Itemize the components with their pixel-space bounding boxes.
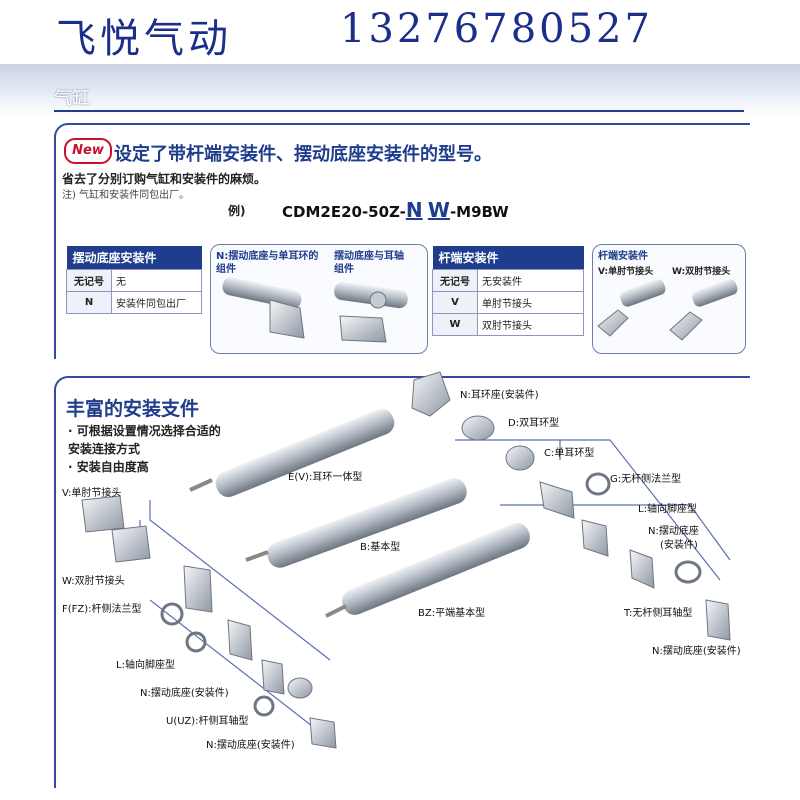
w-double-label: W:双肘节接头 [672, 267, 731, 277]
table-cell-desc: 安装件同包出厂 [111, 291, 202, 314]
brand-name: 飞悦气动 [56, 16, 232, 62]
promo-note: 注) 气缸和安装件同包出厂。 [62, 190, 190, 201]
callout-v: V:单肘节接头 [62, 488, 122, 499]
rod-end-assembly [597, 279, 738, 341]
callout-bz: BZ:平端基本型 [418, 608, 486, 619]
model-prefix: CDM2E20-50Z- [282, 203, 406, 221]
callout-n-eye: N:耳环座(安装件) [460, 390, 539, 401]
table-row: 无记号 无 [66, 269, 202, 292]
section-title: 气缸 [54, 88, 90, 109]
rod-table-title: 杆端安装件 [432, 246, 584, 270]
model-suffix: -M9BW [449, 203, 509, 221]
callout-l-left: L:轴向脚座型 [116, 660, 175, 671]
table-row: 无记号 无安装件 [432, 269, 584, 292]
model-number: CDM2E20-50Z-N W-M9BW [282, 198, 509, 222]
callout-n-left1: N:摆动底座(安装件) [140, 688, 229, 699]
callout-n-right1: N:摆动底座 [648, 526, 699, 537]
mounting-frame [54, 376, 750, 788]
phone-number: 13276780527 [340, 6, 653, 52]
pivot-table-title: 摆动底座安装件 [66, 246, 202, 270]
callout-t: T:无杆侧耳轴型 [624, 608, 693, 619]
table-cell-code: 无记号 [66, 269, 112, 292]
callout-n-right1b: (安装件) [660, 540, 698, 551]
mounting-bullet: 安装连接方式 [68, 442, 141, 456]
model-option-n: N [405, 198, 423, 222]
top-banner: 飞悦气动 13276780527 [0, 0, 800, 62]
section-band [0, 64, 800, 116]
section-divider [54, 110, 744, 112]
promo-subline: 省去了分别订购气缸和安装件的麻烦。 [62, 172, 267, 186]
promo-headline: 设定了带杆端安装件、摆动底座安装件的型号。 [114, 144, 492, 165]
callout-d: D:双耳环型 [508, 418, 560, 429]
callout-l-right: L:轴向脚座型 [638, 504, 697, 515]
table-cell-code: 无记号 [432, 269, 478, 292]
table-row: W 双肘节接头 [432, 313, 584, 336]
cylinder-bz [325, 523, 530, 618]
accessory-parts-left [81, 495, 337, 749]
cylinder-b [245, 478, 467, 568]
callout-ev: E(V):耳环一体型 [288, 472, 363, 483]
accessory-parts-right [411, 371, 731, 641]
new-badge: New [64, 138, 112, 164]
mounting-title: 丰富的安装支件 [66, 398, 200, 420]
table-cell-desc: 双肘节接头 [477, 313, 584, 336]
callout-w: W:双肘节接头 [62, 576, 125, 587]
n-clevis-label: N:摆动底座与单耳环的组件 [216, 251, 319, 275]
callout-g: G:无杆侧法兰型 [610, 474, 682, 485]
cylinder-ev [189, 408, 395, 498]
pivot-clevis-assembly [222, 277, 408, 343]
table-row: N 安装件同包出厂 [66, 291, 202, 314]
mounting-bullet: · 可根据设置情况选择合适的 [68, 424, 221, 438]
callout-f: F(FZ):杆侧法兰型 [62, 604, 142, 615]
rod-end-table: 杆端安装件 无记号 无安装件 V 单肘节接头 W 双肘节接头 [432, 246, 584, 336]
example-label: 例) [228, 204, 246, 218]
callout-n-left2: N:摆动底座(安装件) [206, 740, 295, 751]
mounting-bullet: · 安装自由度高 [68, 460, 149, 474]
table-cell-code: N [66, 291, 112, 314]
promo-frame [54, 123, 750, 359]
callout-c: C:单耳环型 [544, 448, 595, 459]
table-cell-code: V [432, 291, 478, 314]
callout-b: B:基本型 [360, 542, 401, 553]
table-cell-code: W [432, 313, 478, 336]
v-single-label: V:单肘节接头 [598, 267, 654, 277]
callout-u: U(UZ):杆侧耳轴型 [166, 716, 249, 727]
connector-lines [139, 439, 731, 741]
n-trunnion-label: 摆动底座与耳轴组件 [334, 251, 404, 275]
callout-n-right2: N:摆动底座(安装件) [652, 646, 741, 657]
rod-end-title: 杆端安装件 [598, 251, 648, 262]
model-option-w: W [427, 198, 450, 222]
pivot-mount-table: 摆动底座安装件 无记号 无 N 安装件同包出厂 [66, 246, 202, 314]
